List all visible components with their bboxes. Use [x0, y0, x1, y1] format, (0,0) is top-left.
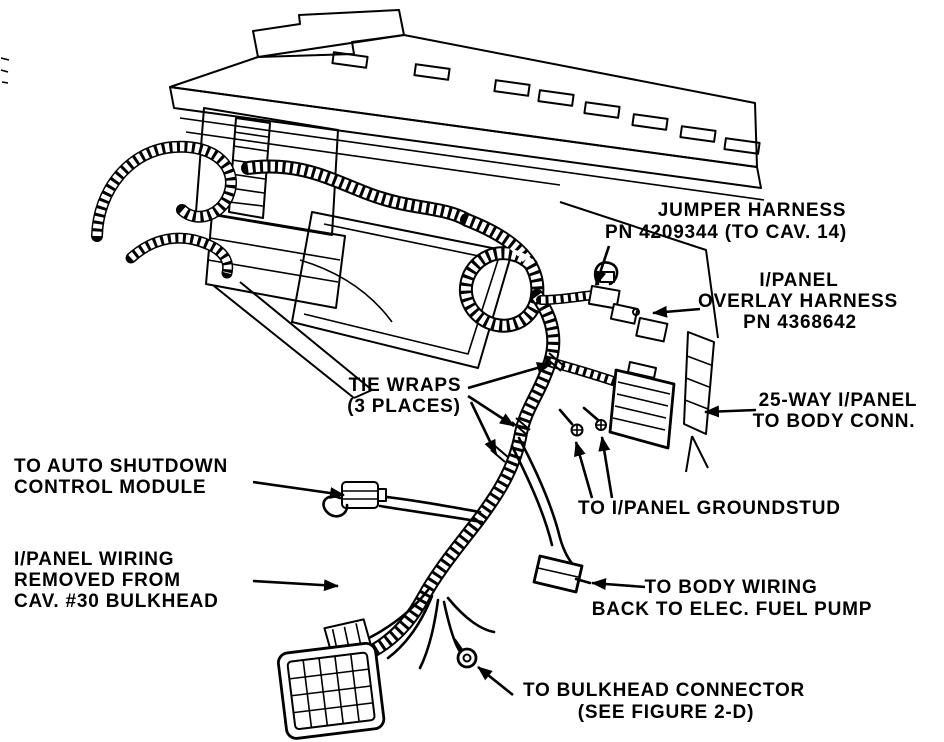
- dashboard-structure: [0, 9, 765, 473]
- label-tie-wraps-line2: (3 PLACES): [347, 396, 461, 417]
- label-bulkhead-line1: TO BULKHEAD CONNECTOR: [523, 680, 805, 701]
- arrow-groundstud-2: [598, 436, 614, 499]
- arrow-ipanel-wiring: [252, 579, 339, 592]
- leader-arrows: [252, 245, 757, 697]
- cowl-top-plate: [252, 9, 405, 58]
- wiring-harness: [97, 147, 649, 670]
- 25-way-body-connector: [608, 361, 676, 450]
- label-groundstud-line1: TO I/PANEL GROUNDSTUD: [578, 498, 841, 519]
- left-harness-loop: [97, 147, 231, 273]
- label-auto-shutdown-line1: TO AUTO SHUTDOWN: [14, 456, 228, 477]
- label-overlay-harness-line2: OVERLAY HARNESS: [698, 291, 898, 312]
- label-overlay-harness-line1: I/PANEL: [759, 270, 838, 291]
- branch-wires: [350, 261, 619, 670]
- label-body-wiring-line1: TO BODY WIRING: [644, 577, 817, 598]
- label-25way-body-conn: 25-WAY I/PANEL TO BODY CONN.: [753, 390, 918, 432]
- label-25way-line2: TO BODY CONN.: [753, 411, 916, 432]
- cowl-fascia-band: [169, 86, 762, 189]
- body-wiring-connector: [532, 554, 592, 594]
- label-jumper-harness-line2: PN 4209344 (TO CAV. 14): [605, 222, 847, 243]
- label-body-wiring: TO BODY WIRING BACK TO ELEC. FUEL PUMP: [592, 577, 873, 620]
- arrow-tie-wrap-2: [467, 394, 515, 428]
- dash-opening: [291, 211, 513, 369]
- label-tie-wraps-line1: TIE WRAPS: [349, 375, 462, 396]
- arrow-body-wiring: [591, 578, 646, 591]
- overlay-harness-connectors: [609, 303, 669, 343]
- arrow-overlay-harness: [652, 305, 701, 318]
- label-ipanel-wiring-line3: CAV. #30 BULKHEAD: [14, 591, 219, 612]
- arrow-tie-wrap-3: [469, 401, 498, 455]
- label-body-wiring-line2: BACK TO ELEC. FUEL PUMP: [592, 599, 873, 620]
- arrow-auto-shutdown: [252, 480, 345, 499]
- label-tie-wraps: TIE WRAPS (3 PLACES): [347, 375, 462, 417]
- label-jumper-harness-line1: JUMPER HARNESS: [658, 200, 847, 221]
- arrow-bulkhead-conn: [477, 665, 514, 697]
- label-ipanel-wiring-line2: REMOVED FROM: [14, 570, 181, 591]
- arrow-groundstud-1: [574, 441, 594, 499]
- callout-labels: JUMPER HARNESS PN 4209344 (TO CAV. 14) I…: [14, 200, 917, 723]
- bulkhead-connector: [276, 618, 386, 740]
- label-overlay-harness: I/PANEL OVERLAY HARNESS PN 4368642: [698, 270, 898, 333]
- label-bulkhead-line2: (SEE FIGURE 2-D): [578, 702, 754, 723]
- cowl-vent-slots: [331, 51, 761, 155]
- arrow-tie-wrap-1: [467, 362, 552, 390]
- label-bulkhead-connector: TO BULKHEAD CONNECTOR (SEE FIGURE 2-D): [523, 680, 805, 723]
- label-ipanel-wiring-line1: I/PANEL WIRING: [14, 549, 174, 570]
- connectors: [276, 271, 676, 740]
- auto-shutdown-connector: [322, 481, 387, 518]
- tie-wrap-marks: [490, 352, 566, 463]
- jumper-harness-connector: [587, 271, 621, 310]
- ipanel-groundstud: [570, 419, 607, 437]
- label-groundstud: TO I/PANEL GROUNDSTUD: [578, 498, 841, 519]
- label-auto-shutdown: TO AUTO SHUTDOWN CONTROL MODULE: [14, 456, 228, 498]
- jumper-harness-branch: [541, 295, 596, 300]
- scan-artifact: [0, 57, 10, 84]
- label-auto-shutdown-line2: CONTROL MODULE: [14, 477, 206, 498]
- label-overlay-harness-line3: PN 4368642: [743, 312, 857, 333]
- label-ipanel-wiring: I/PANEL WIRING REMOVED FROM CAV. #30 BUL…: [14, 549, 219, 612]
- arrow-jumper-harness: [594, 245, 611, 286]
- label-jumper-harness: JUMPER HARNESS PN 4209344 (TO CAV. 14): [605, 200, 847, 243]
- ring-terminal: [453, 638, 478, 669]
- label-25way-line1: 25-WAY I/PANEL: [759, 390, 918, 411]
- arrow-25way-conn: [704, 405, 757, 418]
